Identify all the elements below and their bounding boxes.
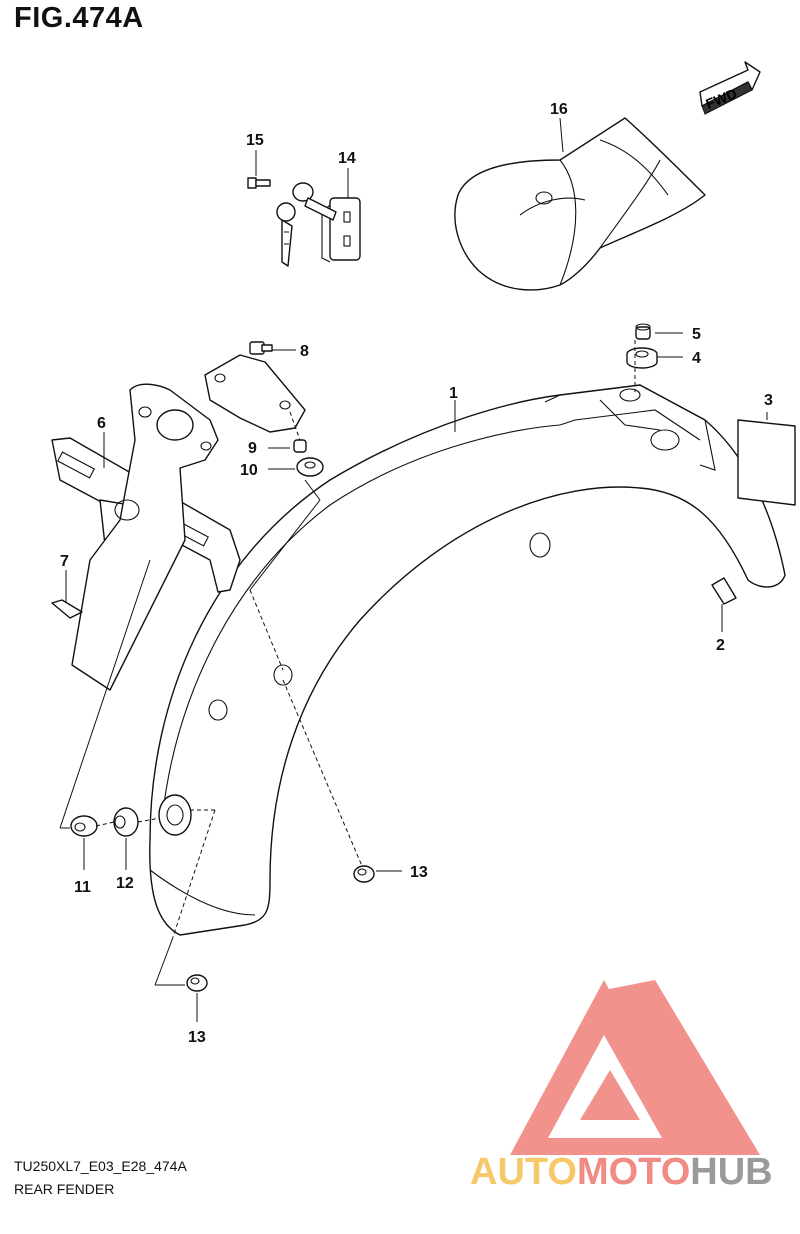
part-2-pad — [711, 577, 737, 605]
part-14-lock-set — [276, 182, 361, 267]
part-16-cover — [454, 117, 706, 291]
callout-9: 9 — [248, 440, 257, 457]
part-4-grommet — [626, 347, 658, 369]
callout-8: 8 — [300, 343, 309, 360]
part-1-rear-fender — [149, 384, 786, 936]
callout-6: 6 — [97, 415, 106, 432]
logo-word-hub: HUB — [690, 1151, 772, 1193]
part-15-bolt — [247, 177, 271, 189]
svg-text:AUTOMOTOHUB: AUTOMOTOHUB — [470, 1151, 773, 1193]
callout-13-b: 13 — [188, 1029, 206, 1046]
figure-code: TU250XL7_E03_E28_474A — [14, 1158, 187, 1174]
part-3-plate — [737, 419, 796, 506]
dashed-assembly-lines — [95, 340, 636, 941]
logo-word-moto: MOTO — [577, 1151, 690, 1193]
callout-2: 2 — [716, 637, 725, 654]
callout-12: 12 — [116, 875, 134, 892]
callout-3: 3 — [764, 392, 773, 409]
logo-word-auto: AUTO — [470, 1151, 577, 1193]
callout-5: 5 — [692, 326, 701, 343]
figure-name: REAR FENDER — [14, 1181, 115, 1197]
callout-11: 11 — [74, 879, 91, 896]
automotohub-logo-text: AUTOMOTOHUB — [470, 1151, 773, 1193]
callout-1: 1 — [449, 385, 458, 402]
part-9-collar — [293, 439, 307, 453]
callout-7: 7 — [60, 553, 69, 570]
callout-13-a: 13 — [410, 864, 428, 881]
callout-10: 10 — [240, 462, 258, 479]
callout-4: 4 — [692, 350, 701, 367]
callout-15: 15 — [246, 132, 264, 149]
part-6-bracket — [51, 383, 241, 691]
upper-mount-bracket — [204, 354, 306, 433]
figure-title: FIG.474A — [14, 2, 144, 34]
part-8-bolt — [249, 341, 273, 355]
callout-14: 14 — [338, 150, 356, 167]
leader-lines — [59, 117, 768, 1022]
part-11-nut — [70, 815, 98, 837]
callout-labels: 1 2 3 4 5 6 7 8 9 10 11 12 13 13 14 15 1… — [60, 101, 773, 1046]
part-5-collar — [635, 323, 651, 340]
fwd-arrow: FWD — [699, 61, 761, 115]
part-13-nut-b — [186, 974, 208, 992]
part-7-pad — [51, 599, 83, 619]
automotohub-logo-mark — [510, 980, 760, 1155]
part-13-nut-a — [353, 865, 375, 883]
callout-16: 16 — [550, 101, 568, 118]
part-10-grommet — [296, 457, 324, 477]
part-12-grommet — [113, 807, 139, 837]
